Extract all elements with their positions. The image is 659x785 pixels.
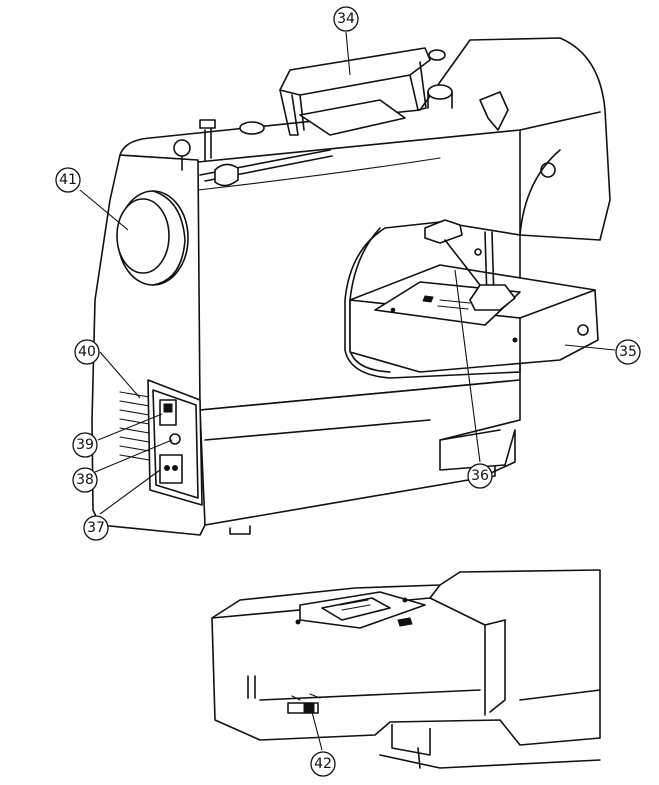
callout-number: 39: [76, 437, 94, 453]
callout-number: 36: [471, 468, 489, 484]
callout-vent: 40: [74, 339, 100, 365]
callout-drop-feed-lever: 42: [310, 751, 336, 777]
callout-handle: 34: [333, 6, 359, 32]
callout-handwheel: 41: [55, 167, 81, 193]
callout-presser-foot-lever: 36: [467, 463, 493, 489]
callout-extension-table: 35: [615, 339, 641, 365]
callout-power-switch: 39: [72, 432, 98, 458]
callout-number: 41: [59, 172, 77, 188]
callout-number: 37: [87, 520, 105, 536]
leader-lines: [79, 31, 616, 751]
callout-number: 35: [619, 344, 637, 360]
sewing-machine-body: [91, 37, 611, 536]
callout-number: 42: [314, 756, 332, 772]
callout-number: 40: [78, 344, 96, 360]
callout-number: 38: [76, 472, 94, 488]
free-arm-detail: [211, 569, 601, 769]
callout-power-socket: 37: [83, 515, 109, 541]
callout-lamp-hole: 38: [72, 467, 98, 493]
callout-number: 34: [337, 11, 355, 27]
